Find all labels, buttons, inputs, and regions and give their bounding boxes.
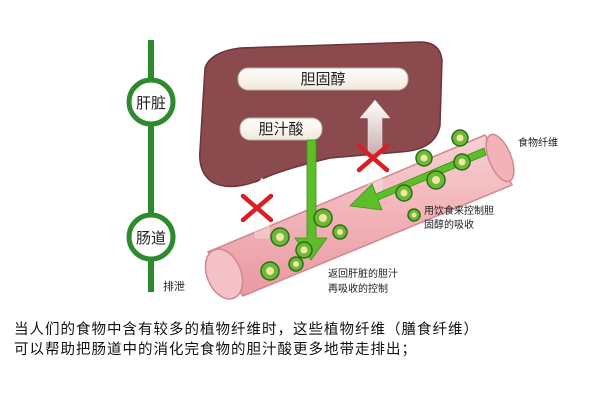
dietary-fiber-label: 食物纤维 <box>518 136 558 149</box>
timeline-node-liver <box>126 77 176 127</box>
block-mark-right <box>356 143 390 173</box>
fiber-control-line2: 固醇的吸收 <box>424 218 474 231</box>
return-control-line1: 返回肝脏的胆汁 <box>328 267 398 280</box>
timeline-label-intestine: 肠道 <box>136 229 166 247</box>
return-control-line2: 再吸收的控制 <box>328 282 388 295</box>
bile-acid-box <box>239 117 323 141</box>
up-arrow-bile <box>246 177 278 239</box>
caption: 当人们的食物中含有较多的植物纤维时，这些植物纤维（膳食纤维） 可以帮助把肠道中的… <box>14 320 586 360</box>
block-mark-left <box>240 193 274 223</box>
timeline-node-intestine <box>126 212 176 262</box>
up-arrow-cholesterol <box>359 99 391 197</box>
green-arrow-bile-down <box>294 139 328 261</box>
liver-shape <box>199 41 443 188</box>
fiber-particles <box>260 129 471 281</box>
cholesterol-box <box>237 67 409 91</box>
fiber-control-line1: 用饮食来控制胆 <box>424 204 494 217</box>
caption-line-2: 可以帮助把肠道中的消化完食物的胆汁酸更多地带走排出； <box>14 342 417 358</box>
caption-line-1: 当人们的食物中含有较多的植物纤维时，这些植物纤维（膳食纤维） <box>14 322 479 338</box>
bile-acid-label: 胆汁酸 <box>258 120 303 138</box>
timeline-label-liver: 肝脏 <box>136 94 166 112</box>
cholesterol-label: 胆固醇 <box>300 70 345 88</box>
excretion-label: 排泄 <box>163 279 185 293</box>
